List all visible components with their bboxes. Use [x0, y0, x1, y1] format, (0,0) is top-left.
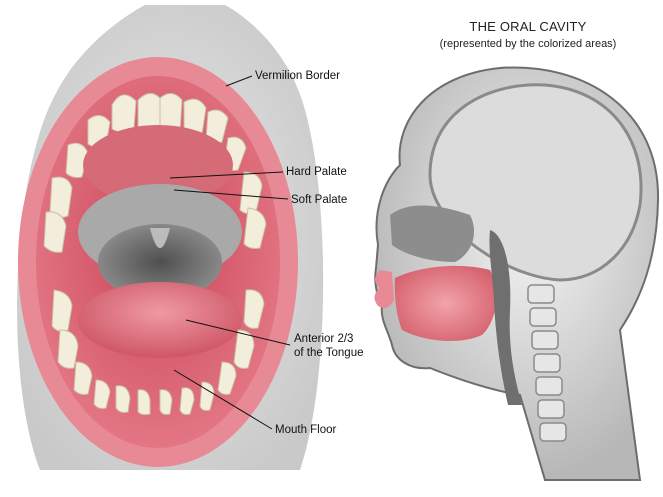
- label-soft-palate: Soft Palate: [291, 193, 347, 207]
- label-vermilion-border: Vermilion Border: [255, 69, 340, 83]
- diagram-subtitle: (represented by the colorized areas): [408, 38, 648, 50]
- label-mouth-floor: Mouth Floor: [275, 423, 336, 437]
- head-cross-section: [374, 67, 658, 480]
- diagram-title: THE ORAL CAVITY: [418, 19, 638, 34]
- label-tongue-line2: of the Tongue: [294, 346, 364, 360]
- oral-cavity-highlight: [395, 266, 496, 341]
- label-hard-palate: Hard Palate: [286, 165, 347, 179]
- label-tongue: Anterior 2/3 of the Tongue: [294, 332, 364, 360]
- tongue: [78, 282, 242, 358]
- label-tongue-line1: Anterior 2/3: [294, 332, 364, 346]
